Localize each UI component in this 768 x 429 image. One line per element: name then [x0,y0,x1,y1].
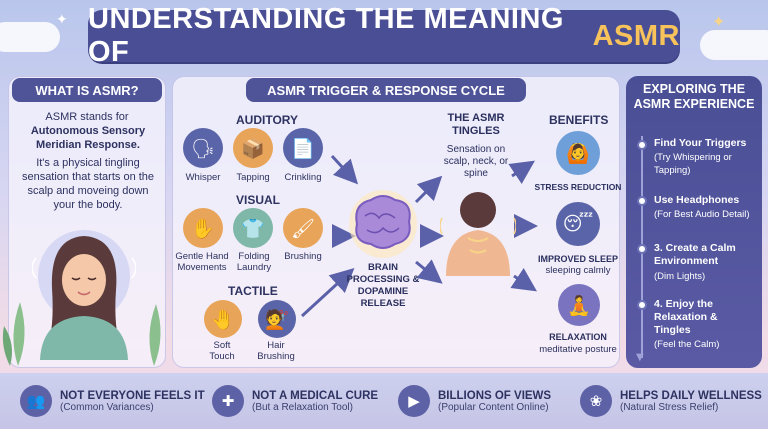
sleep-icon: 😴 [556,202,600,246]
fact-item: ▶ BILLIONS OF VIEWS(Popular Content Onli… [398,385,551,417]
hair-brushing-icon: 💇 [258,300,296,338]
trigger-label: Crinkling [284,172,322,183]
step-marker [637,196,647,206]
benefit-title: RELAXATION [549,332,607,342]
step-title: Use Headphones [654,194,740,206]
fact-item: ❀ HELPS DAILY WELLNESS(Natural Stress Re… [580,385,762,417]
crinkling-icon: 📄 [283,128,323,168]
brush-icon: 🖌 [283,208,323,248]
cloud-decoration [0,22,60,52]
trigger-label: Gentle Hand Movements [175,251,229,273]
asmr-description: It's a physical tingling sensation that … [21,157,155,211]
benefit-subtitle: meditative posture [539,344,617,355]
benefit-subtitle: sleeping calmly [545,265,611,276]
step-marker [637,300,647,310]
tingles-description: Sensation on scalp, neck, or spine [443,144,509,179]
exploring-header: EXPLORING THE ASMR EXPERIENCE [633,82,755,111]
fact-subtitle: (Popular Content Online) [438,401,549,413]
step-marker [637,244,647,254]
leaf-decoration [136,300,172,366]
exploring-panel [626,76,762,368]
step-subtitle: (Try Whispering or Tapping) [654,152,732,176]
fact-item: ✚ NOT A MEDICAL CURE(But a Relaxation To… [212,385,378,417]
people-icon: 👥 [20,385,52,417]
laundry-icon: 👕 [233,208,273,248]
timeline-arrow-icon: ▼ [636,352,644,363]
step-subtitle: (Dim Lights) [654,271,706,282]
star-icon: ✦ [56,12,68,28]
star-icon: ✦ [712,12,726,31]
woman-illustration [31,228,137,360]
auditory-label: AUDITORY [236,113,299,127]
whisper-icon: 🗣 [183,128,223,168]
benefit-title: STRESS REDUCTION [534,182,622,192]
step-subtitle: (Feel the Calm) [654,339,720,350]
fact-title: NOT A MEDICAL CURE [252,389,379,402]
trigger-label: Folding Laundry [236,251,272,273]
trigger-label: Soft Touch [209,340,235,362]
step-subtitle: (For Best Audio Detail) [654,209,750,220]
visual-label: VISUAL [236,193,281,207]
hand-icon: ✋ [183,208,223,248]
lotus-hand-icon: ❀ [580,385,612,417]
stress-reduction-icon: 🙆 [556,131,600,175]
tapping-icon: 📦 [233,128,273,168]
fact-title: NOT EVERYONE FEELS IT [60,389,205,402]
trigger-label: Brushing [284,251,322,262]
trigger-label: Tapping [236,172,270,183]
meditation-icon: 🧘 [558,284,600,326]
medical-cross-icon: ✚ [212,385,244,417]
flow-arrows [300,154,538,318]
page-title: UNDERSTANDING THE MEANING OF ASMR [88,3,680,68]
step-title: Find Your Triggers [654,137,747,149]
fact-subtitle: (Natural Stress Relief) [620,401,719,413]
step-title: 3. Create a Calm Environment [654,242,736,267]
brain-processing-label: BRAIN PROCESSING & DOPAMINE RELEASE [346,262,420,309]
step-marker [637,140,647,150]
brain-icon [343,190,423,258]
step-title: 4. Enjoy the Relaxation & Tingles [654,298,718,336]
fact-subtitle: (But a Relaxation Tool) [252,401,353,413]
title-accent: ASMR [592,19,680,52]
trigger-label: Whisper [185,172,221,183]
title-main: UNDERSTANDING THE MEANING OF [88,3,564,68]
what-is-asmr-header: WHAT IS ASMR? [12,78,162,102]
tingles-title: THE ASMR TINGLES [447,112,505,137]
fact-title: BILLIONS OF VIEWS [438,389,552,402]
play-icon: ▶ [398,385,430,417]
fact-item: 👥 NOT EVERYONE FEELS IT(Common Variances… [20,385,205,417]
bottom-facts-bar [0,373,768,429]
asmr-stands-for: ASMR stands for [45,111,129,123]
soft-touch-icon: 🤚 [204,300,242,338]
trigger-label: Hair Brushing [257,340,295,362]
fact-title: HELPS DAILY WELLNESS [620,389,762,402]
person-back-illustration [439,188,517,276]
trigger-cycle-header: ASMR TRIGGER & RESPONSE CYCLE [246,78,526,102]
fact-subtitle: (Common Variances) [60,401,154,413]
tactile-label: TACTILE [228,284,278,298]
asmr-definition: Autonomous Sensory Meridian Response. [30,125,146,151]
leaf-decoration [0,296,36,366]
benefit-title: IMPROVED SLEEP [537,254,618,264]
cloud-decoration [700,30,768,60]
benefits-label: BENEFITS [549,113,609,127]
